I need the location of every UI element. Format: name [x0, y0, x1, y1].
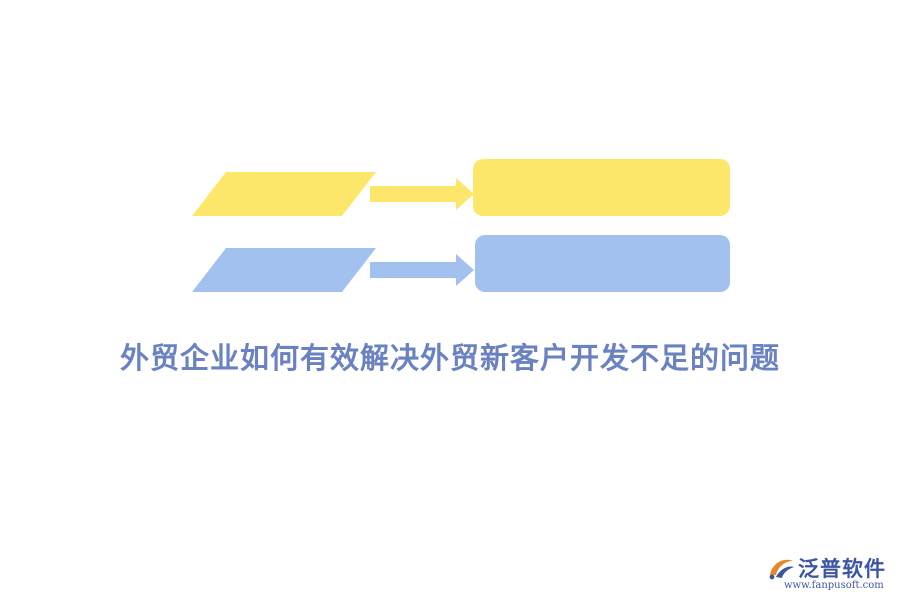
blue-box	[475, 235, 730, 292]
blue-arrow	[370, 254, 474, 286]
logo-url: www.fanpusoft.com	[784, 580, 884, 591]
page-title: 外贸企业如何有效解决外贸新客户开发不足的问题	[119, 341, 780, 375]
blue-parallelogram	[192, 248, 376, 292]
yellow-parallelogram	[192, 172, 376, 216]
fanpu-logo-icon	[769, 559, 794, 580]
yellow-box	[473, 159, 730, 216]
logo-name: 泛普软件	[798, 557, 886, 581]
yellow-arrow	[370, 178, 474, 210]
brand-logo: 泛普软件 www.fanpusoft.com	[762, 552, 892, 594]
